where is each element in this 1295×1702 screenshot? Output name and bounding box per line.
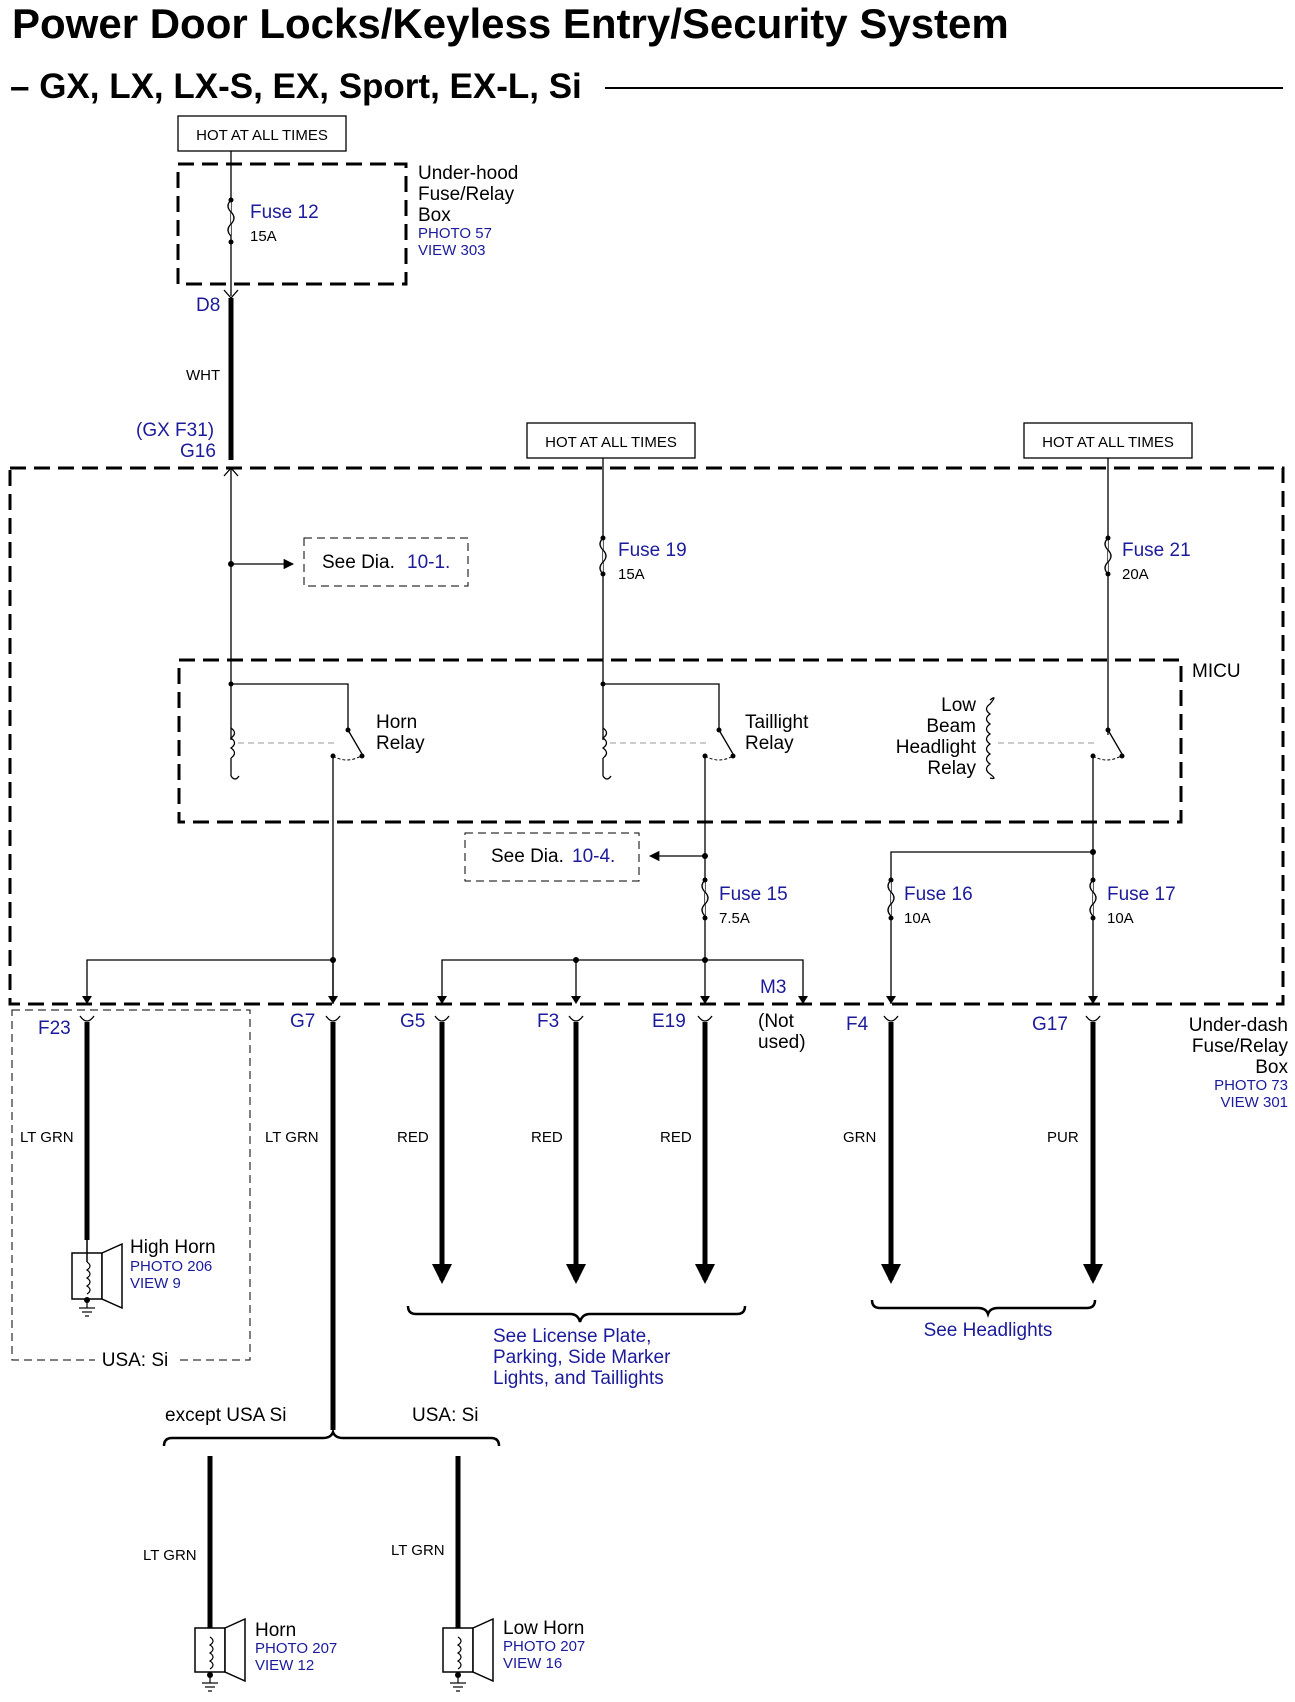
high-horn-label: High Horn <box>130 1237 216 1258</box>
fuse-19-rating: 15A <box>618 566 645 583</box>
fuse-17-rating: 10A <box>1107 910 1134 927</box>
underhood-label-3: Box <box>418 205 451 226</box>
connector-f3: F3 <box>537 1011 559 1032</box>
not-used-1: (Not <box>758 1011 795 1032</box>
brace-license <box>406 1305 747 1323</box>
see-dia-b-ref[interactable]: 10-4. <box>572 846 615 867</box>
page-subtitle: – GX, LX, LX-S, EX, Sport, EX-L, Si <box>10 67 582 106</box>
fuse-12-name: Fuse 12 <box>250 202 319 223</box>
low-beam-relay-label-1: Low <box>941 695 976 716</box>
wire-label-horn: LT GRN <box>143 1547 197 1564</box>
brace-horn-split <box>162 1428 501 1447</box>
horn-icon <box>194 1617 246 1692</box>
usa-si-region-label: USA: Si <box>102 1350 169 1371</box>
wire-label-g7: LT GRN <box>265 1129 319 1146</box>
low-horn-icon <box>442 1617 494 1692</box>
low-beam-relay-label-3: Headlight <box>896 737 977 758</box>
power-label-mid: HOT AT ALL TIMES <box>545 434 677 451</box>
underdash-fuse-box <box>8 466 1285 1006</box>
see-license-1[interactable]: See License Plate, <box>493 1326 651 1347</box>
connector-f23: F23 <box>38 1018 71 1039</box>
connector-f4: F4 <box>846 1014 869 1035</box>
taillight-relay-label-2: Relay <box>745 733 794 754</box>
wire-label-f3: RED <box>531 1129 563 1146</box>
horn-label: Horn <box>255 1620 296 1641</box>
micu-box <box>177 658 1183 824</box>
underdash-label-3: Box <box>1255 1057 1288 1078</box>
see-dia-a-ref[interactable]: 10-1. <box>407 552 450 573</box>
underhood-fuse-box <box>176 162 408 286</box>
see-headlights[interactable]: See Headlights <box>924 1320 1053 1341</box>
wire-label-f4: GRN <box>843 1129 876 1146</box>
connector-g17: G17 <box>1032 1014 1068 1035</box>
see-dia-b-prefix: See Dia. <box>491 846 564 867</box>
underdash-view: VIEW 301 <box>1220 1094 1288 1111</box>
micu-label: MICU <box>1192 661 1241 682</box>
fuse-19-name: Fuse 19 <box>618 540 687 561</box>
usa-si-region <box>11 1009 251 1361</box>
horn-relay-label-1: Horn <box>376 712 417 733</box>
underhood-view: VIEW 303 <box>418 242 486 259</box>
connector-e19: E19 <box>652 1011 686 1032</box>
power-label-box-mid <box>526 422 696 459</box>
underdash-photo: PHOTO 73 <box>1214 1077 1288 1094</box>
horn-photo: PHOTO 207 <box>255 1640 337 1657</box>
power-label-box-top <box>177 115 347 152</box>
not-used-2: used) <box>758 1032 806 1053</box>
connector-g7: G7 <box>290 1011 315 1032</box>
wire-label-wht: WHT <box>186 367 220 384</box>
connector-g16: G16 <box>180 441 216 462</box>
see-dia-a-prefix: See Dia. <box>322 552 395 573</box>
fuse-21-name: Fuse 21 <box>1122 540 1191 561</box>
wire-label-g17: PUR <box>1047 1129 1079 1146</box>
see-license-2[interactable]: Parking, Side Marker <box>493 1347 671 1368</box>
power-label-top: HOT AT ALL TIMES <box>196 127 328 144</box>
low-horn-view: VIEW 16 <box>503 1655 562 1672</box>
low-horn-photo: PHOTO 207 <box>503 1638 585 1655</box>
wire-label-g5: RED <box>397 1129 429 1146</box>
connector-gx-f31: (GX F31) <box>136 420 214 441</box>
wire-label-e19: RED <box>660 1129 692 1146</box>
usa-si: USA: Si <box>412 1405 479 1426</box>
taillight-relay-label-1: Taillight <box>745 712 809 733</box>
low-beam-relay-label-4: Relay <box>927 758 976 779</box>
underdash-label-1: Under-dash <box>1189 1015 1288 1036</box>
see-dia-10-1-box <box>303 537 469 587</box>
except-usa-si: except USA Si <box>165 1405 286 1426</box>
fuse-12-rating: 15A <box>250 228 277 245</box>
fuse-16-rating: 10A <box>904 910 931 927</box>
high-horn-view: VIEW 9 <box>130 1275 181 1292</box>
fuse-16-name: Fuse 16 <box>904 884 973 905</box>
fuse-21-rating: 20A <box>1122 566 1149 583</box>
see-license-3[interactable]: Lights, and Taillights <box>493 1368 664 1389</box>
fuse-17-name: Fuse 17 <box>1107 884 1176 905</box>
connector-m3: M3 <box>760 977 786 998</box>
connector-g5: G5 <box>400 1011 425 1032</box>
underhood-photo: PHOTO 57 <box>418 225 492 242</box>
brace-headlights <box>870 1299 1097 1318</box>
page-title: Power Door Locks/Keyless Entry/Security … <box>12 0 1009 47</box>
underhood-label-2: Fuse/Relay <box>418 184 515 205</box>
fuse-15-rating: 7.5A <box>719 910 750 927</box>
wire-label-f23: LT GRN <box>20 1129 74 1146</box>
underhood-label-1: Under-hood <box>418 163 518 184</box>
power-label-box-right <box>1023 422 1193 459</box>
low-beam-relay-label-2: Beam <box>926 716 976 737</box>
fuse-15-name: Fuse 15 <box>719 884 788 905</box>
horn-view: VIEW 12 <box>255 1657 314 1674</box>
high-horn-photo: PHOTO 206 <box>130 1258 212 1275</box>
power-label-right: HOT AT ALL TIMES <box>1042 434 1174 451</box>
wire-label-low-horn: LT GRN <box>391 1542 445 1559</box>
horn-relay-label-2: Relay <box>376 733 425 754</box>
underdash-label-2: Fuse/Relay <box>1192 1036 1289 1057</box>
low-horn-label: Low Horn <box>503 1618 584 1639</box>
fuse-12-symbol <box>227 199 235 237</box>
connector-d8: D8 <box>196 295 220 316</box>
see-dia-10-4-box <box>464 832 640 882</box>
high-horn-icon <box>71 1240 123 1317</box>
